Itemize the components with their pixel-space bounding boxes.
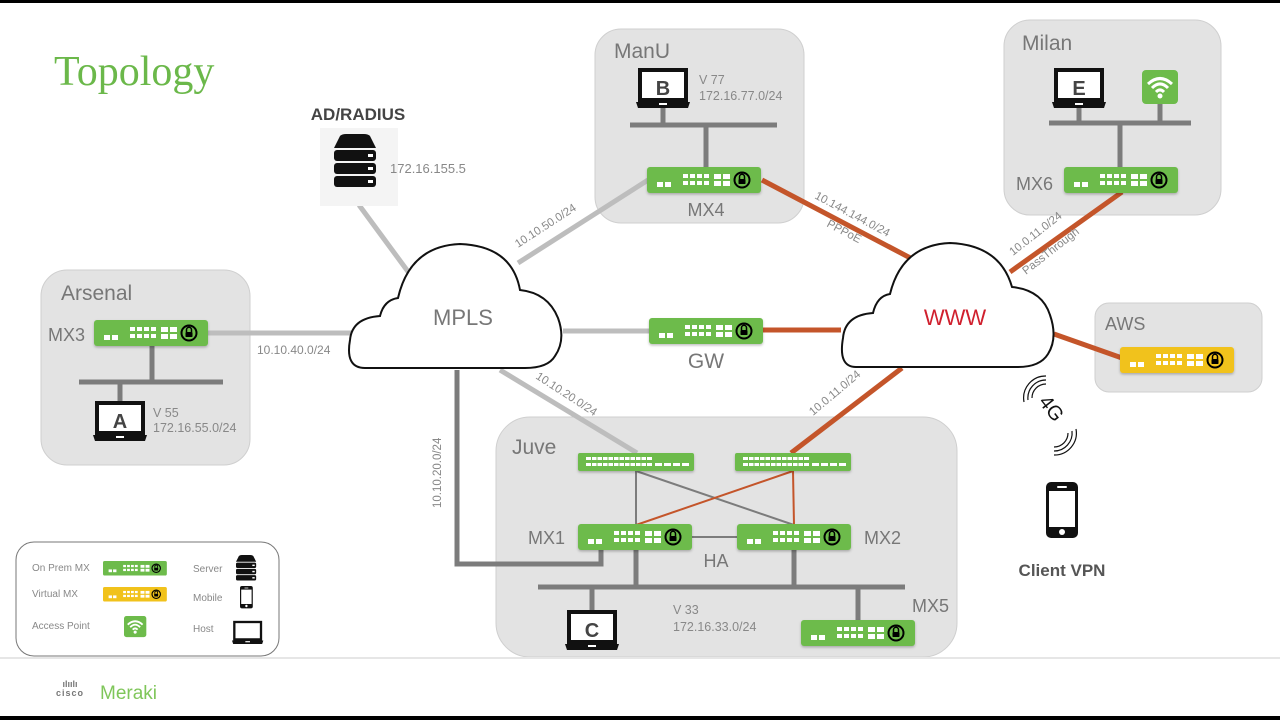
- juve-vlan: V 33: [673, 603, 699, 617]
- legend-label-mobile: Mobile: [193, 593, 223, 604]
- mx5-label: MX5: [912, 596, 949, 616]
- juve-subnet: 172.16.33.0/24: [673, 620, 756, 634]
- manu-subnet: 172.16.77.0/24: [699, 89, 782, 103]
- on-prem-mx-icon[interactable]: [801, 620, 915, 646]
- virtual-mx-icon[interactable]: [1120, 347, 1234, 373]
- legend-label-server: Server: [193, 564, 223, 575]
- link-mpls-juve-switch: [498, 367, 639, 456]
- mx2-label: MX2: [864, 528, 901, 548]
- laptop-icon: C: [563, 610, 621, 652]
- bottom-border: [0, 716, 1280, 720]
- site-aws-label: AWS: [1105, 314, 1145, 334]
- mx4-label: MX4: [687, 200, 724, 220]
- mpls-cloud: MPLS: [348, 242, 563, 369]
- ad-radius-label: AD/RADIUS: [311, 105, 405, 124]
- virtual-mx-icon: [103, 587, 167, 602]
- 4g-label: 4G: [1034, 392, 1068, 427]
- link-manu-www: [760, 177, 920, 265]
- mx3-label: MX3: [48, 325, 85, 345]
- link-milan-www: [1008, 189, 1124, 275]
- mx6-label: MX6: [1016, 174, 1053, 194]
- arsenal-subnet: 172.16.55.0/24: [153, 421, 236, 435]
- top-border: [0, 0, 1280, 3]
- access-point-icon: [123, 615, 148, 639]
- on-prem-mx-icon[interactable]: [94, 320, 208, 346]
- legend: On Prem MX Virtual MX Access Point Serve…: [15, 541, 280, 657]
- on-prem-mx-icon[interactable]: [647, 167, 761, 193]
- on-prem-mx-icon[interactable]: [578, 524, 692, 550]
- ad-radius-ip: 172.16.155.5: [390, 161, 466, 176]
- host-b-label: B: [656, 78, 670, 100]
- cisco-bars-icon: ılıılı: [62, 679, 78, 689]
- switch-icon[interactable]: [734, 452, 852, 472]
- host-a-label: A: [113, 411, 127, 433]
- gw-label: GW: [688, 350, 724, 373]
- label-juve-www: 10.0.11.0/24: [807, 368, 864, 418]
- laptop-icon: B: [634, 68, 692, 110]
- legend-label-on-prem-mx: On Prem MX: [32, 563, 90, 574]
- laptop-icon: A: [91, 401, 149, 443]
- link-mpls-manu: [516, 177, 650, 266]
- link-sw2-mx1: [635, 470, 794, 526]
- site-arsenal-box: [40, 269, 251, 466]
- on-prem-mx-icon[interactable]: [649, 318, 763, 344]
- www-label: WWW: [924, 305, 987, 330]
- laptop-icon: E: [1050, 68, 1108, 110]
- site-arsenal-label: Arsenal: [61, 282, 132, 305]
- server-icon: [236, 555, 257, 581]
- legend-label-access-point: Access Point: [32, 621, 90, 632]
- on-prem-mx-icon[interactable]: [1064, 167, 1178, 193]
- meraki-wordmark: Meraki: [100, 683, 158, 704]
- access-point-icon: [1140, 68, 1180, 106]
- 4g-signal-icon: 4G: [1023, 375, 1077, 456]
- mpls-label: MPLS: [433, 305, 493, 330]
- footer-divider: [0, 657, 1280, 659]
- link-www-aws: [1053, 331, 1123, 361]
- label-mpls-mx1: 10.10.20.0/24: [432, 437, 444, 508]
- arsenal-vlan: V 55: [153, 406, 179, 420]
- link-mpls-mx1: [454, 370, 604, 567]
- laptop-icon: [230, 620, 265, 646]
- on-prem-mx-icon: [103, 561, 167, 576]
- server-icon: [334, 134, 376, 187]
- switch-icon[interactable]: [577, 452, 695, 472]
- site-manu-label: ManU: [614, 40, 670, 63]
- link-radius-mpls: [356, 203, 415, 279]
- host-e-label: E: [1072, 78, 1085, 100]
- legend-label-host: Host: [193, 624, 214, 635]
- mx1-label: MX1: [528, 528, 565, 548]
- mobile-icon: [240, 586, 253, 609]
- mobile-phone-icon: [1046, 482, 1078, 538]
- host-c-label: C: [585, 620, 599, 642]
- cisco-logo: ılıılı cisco: [48, 679, 92, 699]
- page-title: Topology: [54, 49, 215, 95]
- site-juve-label: Juve: [512, 436, 556, 459]
- cisco-wordmark: cisco: [55, 688, 84, 698]
- on-prem-mx-icon[interactable]: [737, 524, 851, 550]
- ha-label: HA: [703, 551, 728, 571]
- manu-vlan: V 77: [699, 73, 725, 87]
- client-vpn-label: Client VPN: [1019, 561, 1106, 580]
- www-cloud: WWW: [840, 241, 1055, 368]
- site-milan-label: Milan: [1022, 32, 1072, 55]
- link-www-juve: [789, 366, 904, 455]
- links: [79, 104, 1191, 620]
- link-sw2-mx2: [792, 470, 795, 526]
- legend-label-virtual-mx: Virtual MX: [32, 589, 78, 600]
- label-mpls-arsenal: 10.10.40.0/24: [257, 343, 331, 357]
